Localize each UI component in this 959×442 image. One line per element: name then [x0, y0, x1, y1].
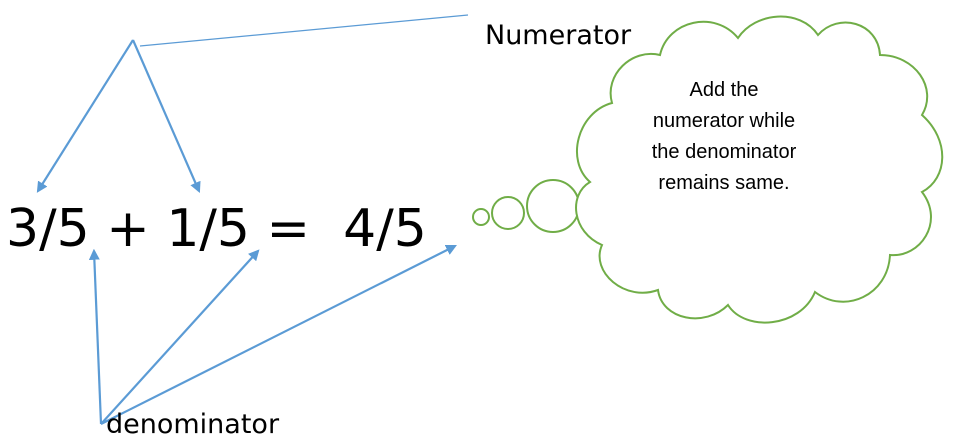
thought-bubble-small	[472, 208, 490, 226]
numerator-leader-line	[139, 14, 469, 47]
denominator-arrow-second	[100, 249, 260, 425]
numerator-label: Numerator	[485, 20, 632, 51]
numerator-arrow-left	[36, 39, 134, 193]
denominator-arrow-first	[88, 248, 103, 425]
fraction-equation: 3/5 + 1/5 = 4/5	[6, 199, 427, 259]
thought-bubble-medium	[491, 196, 525, 230]
numerator-arrow-right	[131, 39, 201, 194]
cloud-text-line: remains same.	[658, 172, 790, 194]
denominator-arrow-answer	[100, 245, 457, 425]
cloud-text-line: Add the	[689, 79, 759, 101]
cloud-text-line: numerator while	[652, 110, 796, 132]
denominator-label: denominator	[106, 409, 280, 440]
cloud-text-line: the denominator	[651, 141, 797, 163]
thought-cloud-text: Add the numerator while the denominator …	[618, 75, 830, 199]
thought-bubble-large	[526, 179, 580, 233]
thought-cloud	[575, 15, 944, 324]
